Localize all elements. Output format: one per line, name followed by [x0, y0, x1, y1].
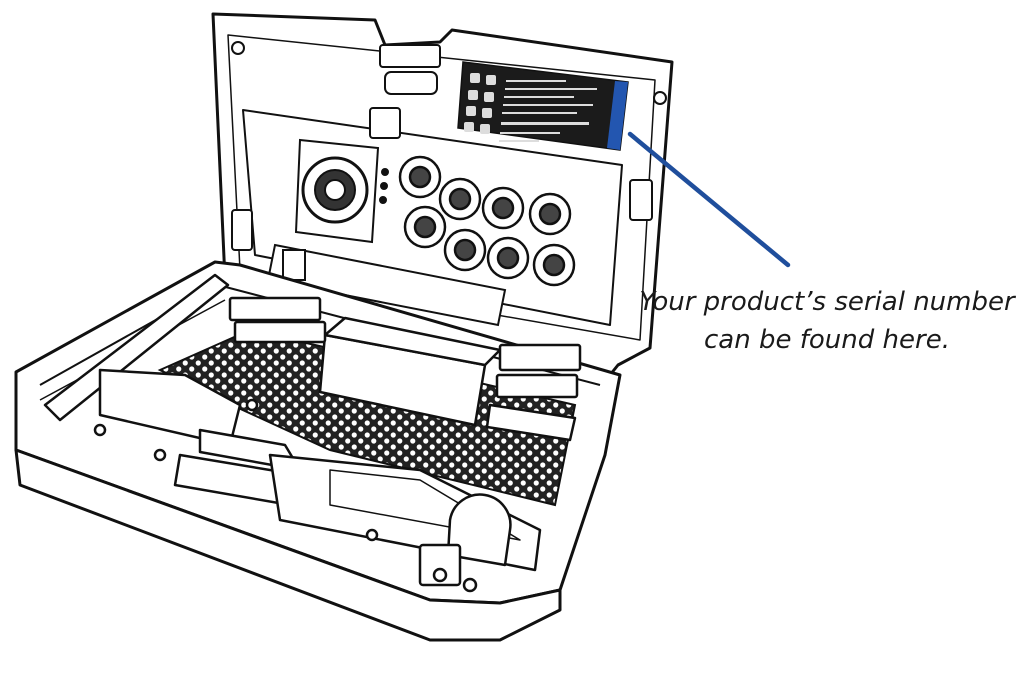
action-button [398, 155, 442, 199]
callout-line-2: can be found here. [704, 325, 950, 355]
callout-line-1: Your product’s serial number [639, 287, 1015, 317]
internal-components [43, 273, 582, 593]
action-button [486, 236, 530, 280]
action-button [528, 192, 572, 236]
button-row-bottom [403, 205, 576, 287]
serial-number-label [457, 61, 629, 151]
action-button [403, 205, 447, 249]
joystick-mechanism [294, 138, 389, 244]
action-button [532, 243, 576, 287]
action-button [438, 177, 482, 221]
action-button [443, 228, 487, 272]
action-button [481, 186, 525, 230]
button-row-top [398, 155, 572, 236]
serial-number-callout: Your product’s serial number can be foun… [637, 283, 1017, 359]
callout-leader-line [627, 131, 791, 268]
